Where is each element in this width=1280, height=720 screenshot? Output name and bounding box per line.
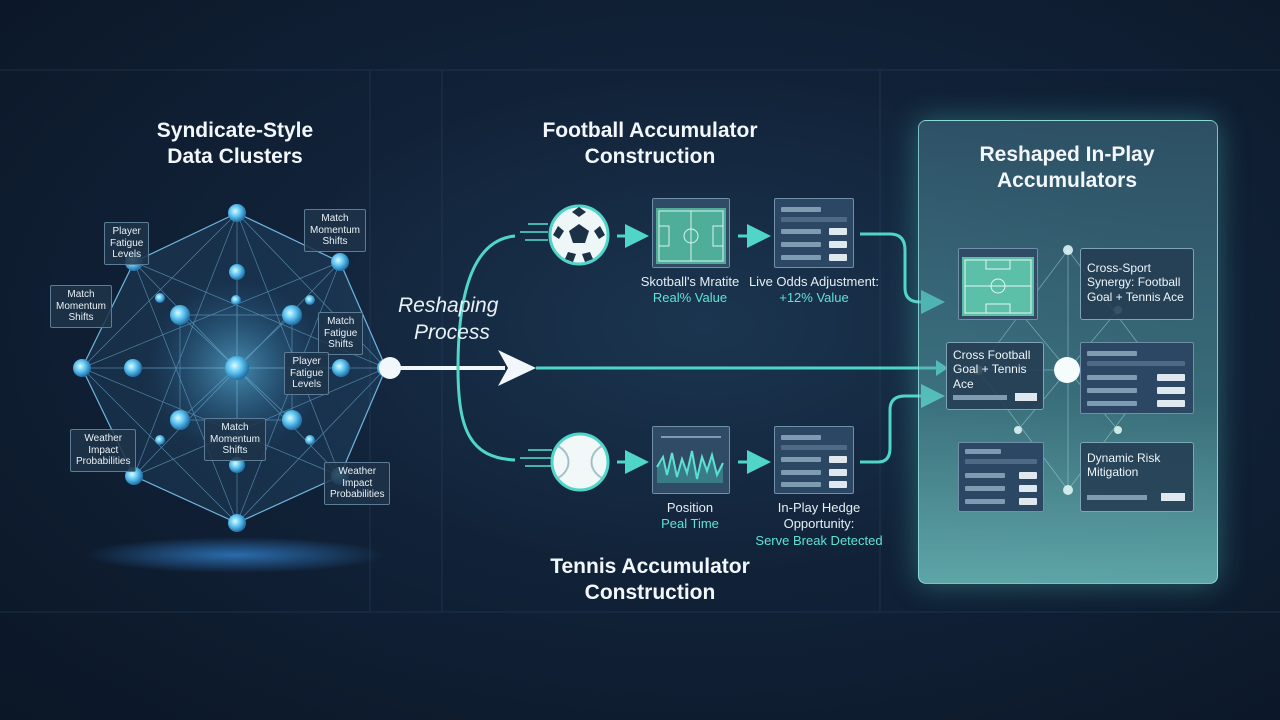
tennis-step1-line1: Position [666, 500, 714, 515]
cross-football-card: Cross Football Goal + Tennis Ace [946, 342, 1044, 410]
reshaping-process-label: Reshaping Process [398, 292, 498, 347]
tennis-step1-line2: Peal Time [661, 516, 719, 532]
cluster-label-fatigue-2: Player Fatigue Levels [284, 352, 330, 395]
main-arrow-head [498, 350, 536, 386]
football-step1-line1: Skotball's Mratite [640, 274, 740, 289]
tennis-waveform-thumbnail [652, 426, 730, 494]
tennis-title: Tennis Accumulator Construction [500, 554, 800, 605]
tennis-step1-caption: Position Peal Time [628, 500, 752, 533]
tennis-motion-streaks [520, 449, 552, 467]
clusters-title: Syndicate-Style Data Clusters [110, 118, 360, 169]
cluster-floor-glow [85, 537, 385, 573]
reshaping-line2: Process [414, 321, 490, 345]
football-step1-caption: Skotball's Mratite Real% Value [628, 274, 752, 307]
cluster-label-momentum-3: Match Momentum Shifts [204, 418, 267, 461]
clusters-title-line1: Syndicate-Style [156, 119, 314, 142]
label-line: Probabilities [330, 489, 385, 500]
label-line: Momentum [310, 224, 361, 236]
cross-sport-synergy-text: Cross-Sport Synergy: Football Goal + Ten… [1087, 261, 1184, 304]
label-line: Shifts [328, 339, 354, 350]
dynamic-risk-text: Dynamic Risk Mitigation [1087, 451, 1161, 480]
cluster-label-momentum-1: Match Momentum Shifts [304, 209, 367, 252]
football-title-line1: Football Accumulator [542, 119, 758, 142]
label-line: Momentum [56, 300, 107, 312]
waveform-graphic [653, 427, 729, 493]
panel-title-line1: Reshaped In-Play [979, 143, 1155, 166]
label-line: Fatigue [110, 237, 144, 249]
curve-to-tennis [456, 367, 516, 462]
football-step2-line1: Live Odds Adjustment: [748, 274, 880, 289]
curve-to-football [456, 234, 516, 369]
panel-title-line2: Accumulators [996, 168, 1138, 192]
reshaping-line1: Reshaping [398, 294, 499, 317]
label-line: Levels [292, 379, 322, 390]
label-line: Impact [88, 444, 119, 456]
main-arrow-start-dot [379, 357, 401, 379]
label-line: Fatigue [324, 327, 358, 339]
label-line: Weather [338, 466, 377, 477]
tennis-step2-line3: Serve Break Detected [755, 532, 883, 548]
cluster-label-momentum-2: Match Momentum Shifts [50, 285, 113, 328]
cluster-label-weather-1: Weather Impact Probabilities [70, 429, 137, 472]
label-line: Weather [84, 433, 123, 444]
cross-sport-synergy-card: Cross-Sport Synergy: Football Goal + Ten… [1080, 248, 1194, 320]
tennis-odds-card [774, 426, 854, 494]
panel-center-node [1054, 357, 1080, 383]
label-line: Shifts [68, 312, 94, 323]
tennis-step2-line1: In-Play Hedge [777, 500, 861, 515]
tennis-ball-icon [550, 432, 610, 492]
label-line: Player [112, 226, 141, 237]
football-step2-caption: Live Odds Adjustment: +12% Value [746, 274, 882, 307]
football-field-thumbnail [652, 198, 730, 268]
football-icon [548, 204, 610, 266]
football-step1-line2: Real% Value [652, 290, 728, 306]
panel-field-card [958, 248, 1038, 320]
label-line: Levels [112, 249, 142, 260]
cluster-label-weather-2: Weather Impact Probabilities [324, 462, 391, 505]
cross-football-text: Cross Football Goal + Tennis Ace [953, 348, 1031, 391]
tennis-title-line1: Tennis Accumulator [550, 555, 750, 578]
tennis-step2-caption: In-Play Hedge Opportunity: Serve Break D… [752, 500, 886, 549]
label-line: Impact [342, 477, 373, 489]
panel-title: Reshaped In-Play Accumulators [938, 142, 1196, 193]
clusters-title-line2: Data Clusters [167, 144, 303, 168]
label-line: Match [221, 422, 249, 433]
label-line: Match [67, 289, 95, 300]
football-step2-line2: +12% Value [779, 290, 849, 306]
dynamic-risk-card: Dynamic Risk Mitigation [1080, 442, 1194, 512]
panel-odds-card-1 [1080, 342, 1194, 414]
panel-pitch-graphic [959, 249, 1037, 319]
label-line: Match [327, 316, 355, 327]
label-line: Shifts [322, 236, 348, 247]
pitch-graphic [653, 199, 729, 267]
tennis-step2-line2: Opportunity: [783, 516, 855, 532]
football-odds-card [774, 198, 854, 268]
tennis-to-panel [860, 384, 945, 464]
football-title-line2: Construction [584, 144, 716, 168]
tennis-title-line2: Construction [584, 580, 716, 604]
label-line: Player [292, 356, 321, 367]
label-line: Probabilities [76, 456, 131, 467]
label-line: Match [321, 213, 349, 224]
football-to-panel [860, 232, 945, 314]
panel-odds-card-2 [958, 442, 1044, 512]
cluster-network [73, 204, 395, 573]
football-motion-streaks [520, 223, 548, 241]
cluster-label-fatigue-1: Player Fatigue Levels [104, 222, 150, 265]
football-title: Football Accumulator Construction [500, 118, 800, 169]
label-line: Momentum [210, 433, 261, 445]
label-line: Fatigue [290, 367, 324, 379]
cluster-label-fatigue-shifts: Match Fatigue Shifts [318, 312, 364, 355]
label-line: Shifts [222, 445, 248, 456]
